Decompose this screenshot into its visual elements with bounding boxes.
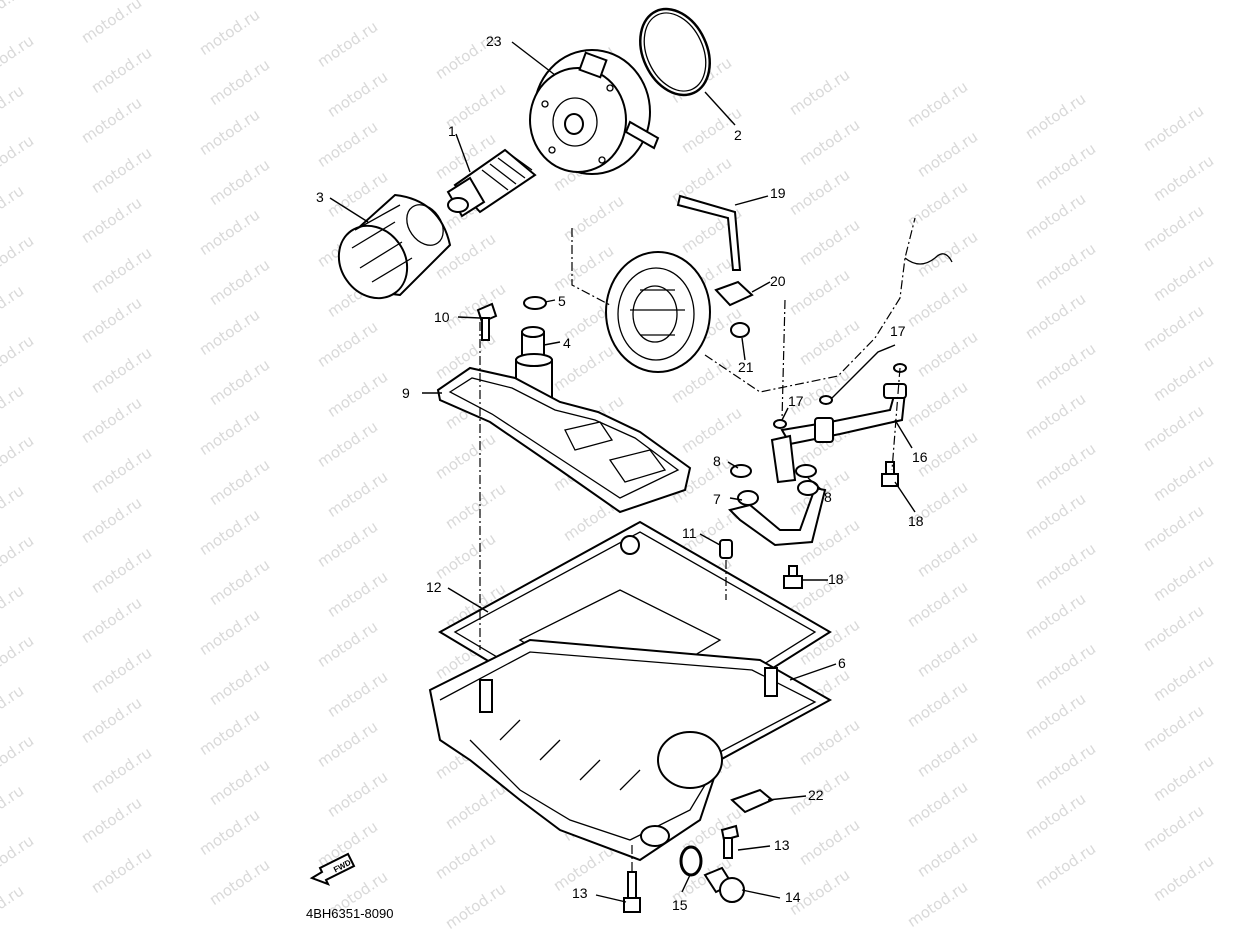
bracket-part-22 [730,788,774,814]
callout-19: 19 [770,185,786,201]
callout-3: 3 [316,189,324,205]
callout-15: 15 [672,897,688,913]
callout-8b: 8 [824,489,832,505]
part-code-label: 4BH6351-8090 [306,906,394,921]
callout-9: 9 [402,385,410,401]
callout-22: 22 [808,787,824,803]
callout-8a: 8 [713,453,721,469]
break-line [904,253,953,265]
callout-4: 4 [563,335,571,351]
callout-13a: 13 [774,837,790,853]
bolt-part-18b [783,565,803,589]
o-ring-part-2 [639,7,711,97]
o-ring-part-8a [730,464,752,478]
center-line-rotor [571,228,611,306]
strainer-gasket-part-9 [436,366,692,514]
oil-pipe-part-16 [780,383,907,446]
washer-part-21 [730,322,750,338]
callout-11: 11 [682,525,697,541]
o-ring-part-17b [819,395,833,405]
callout-14: 14 [785,889,801,905]
dowel-pin-part-11 [719,539,733,559]
callout-18b: 18 [828,571,844,587]
callout-7: 7 [713,491,721,507]
callout-20: 20 [770,273,786,289]
strainer-gasket-inner [448,377,680,499]
oil-filter-part-3 [337,193,452,300]
pipe-end [737,490,759,506]
callout-18a: 18 [908,513,924,529]
strainer-screen [564,421,667,483]
breather-hose-part-19 [676,194,742,271]
callout-17b: 17 [890,323,906,339]
callout-13b: 13 [572,885,588,901]
callout-5: 5 [558,293,566,309]
o-ring-part-5 [523,296,547,310]
center-line-part-20 [781,299,786,421]
callout-6: 6 [838,655,846,671]
callout-17a: 17 [788,393,804,409]
gasket-hole [620,535,640,555]
callout-21: 21 [738,359,754,375]
callout-23: 23 [486,33,502,49]
forward-direction-arrow-icon: FWD [309,852,356,886]
gasket-washer-part-15 [679,845,703,877]
callout-1: 1 [448,123,456,139]
o-ring-part-17a [773,419,787,429]
bolt-part-10 [476,302,498,341]
plate-part-20 [714,280,754,307]
callout-12: 12 [426,579,442,595]
center-line-part-16 [891,367,901,471]
oil-pan-part-6 [428,638,833,862]
callout-16: 16 [912,449,928,465]
o-ring-inner-part-2 [643,12,707,92]
pipe-end-2 [797,480,819,496]
bolt-part-13b [623,871,641,913]
union-bolt-part-1 [446,148,537,218]
pipe-riser [770,434,797,484]
callout-10: 10 [434,309,450,325]
callout-2: 2 [734,127,742,143]
bolt-part-13a [720,824,740,859]
o-ring-part-8b [795,464,817,478]
drain-plug-part-14 [703,866,745,903]
rotor-housing [605,251,711,373]
oil-cooler-part-23 [529,49,660,175]
leader-lines [329,41,916,903]
